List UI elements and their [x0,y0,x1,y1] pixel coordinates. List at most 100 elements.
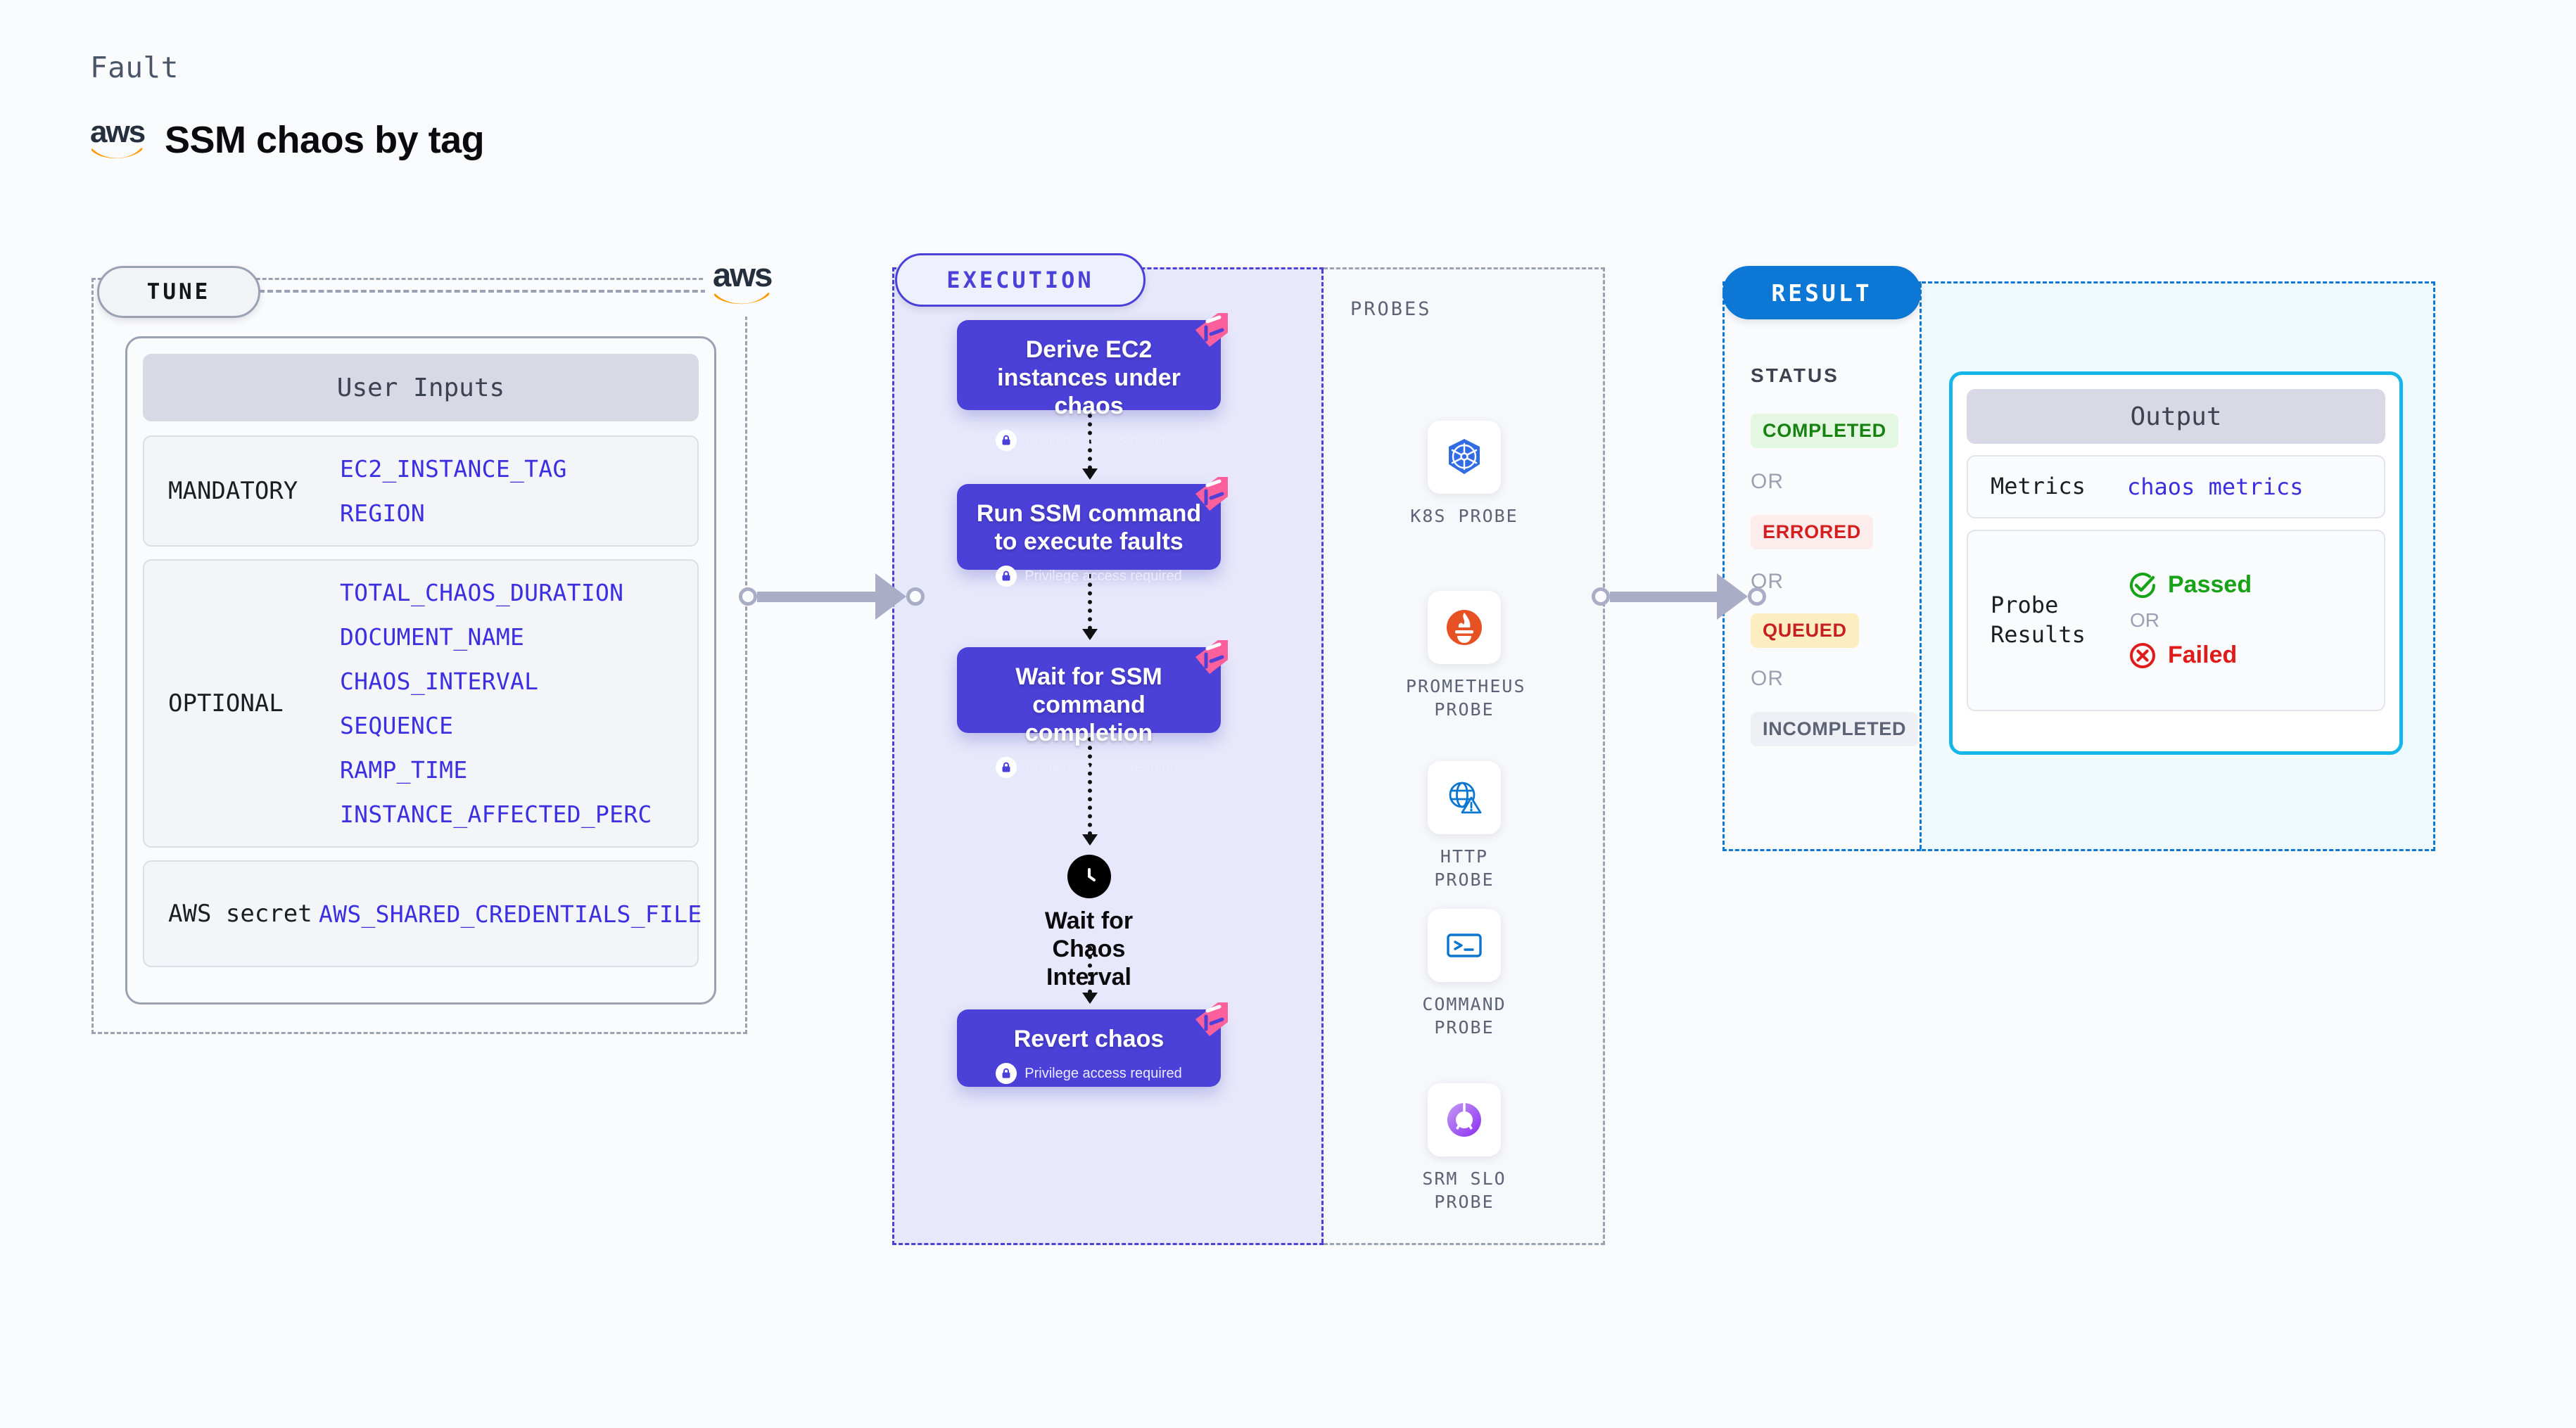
output-row-metrics: Metrics chaos metrics [1967,455,2385,518]
user-inputs-header: User Inputs [143,354,699,421]
probe-result-or-separator: OR [2130,608,2159,631]
output-card: Output Metrics chaos metrics Probe Resul… [1949,371,2403,755]
harness-corner-icon [1195,477,1228,511]
prometheus-icon [1428,591,1501,664]
tune-provider-leader-line [259,290,723,293]
input-var[interactable]: CHAOS_INTERVAL [340,668,539,695]
execution-node[interactable]: Revert chaos Privilege access required [957,1002,1228,1087]
output-row-probe-results: Probe Results Passed OR Failed [1967,529,2385,711]
harness-corner-icon [1195,640,1228,674]
node-privilege-note: Privilege access required [975,757,1203,779]
harness-corner-icon [1195,313,1228,347]
probe-item[interactable]: COMMAND PROBE [1406,909,1523,1039]
execution-node[interactable]: Run SSM command to execute faults Privil… [957,477,1228,587]
flow-arrow [1082,737,1098,846]
tune-pill[interactable]: TUNE [97,266,260,318]
page-kicker: Fault [90,51,179,84]
probe-label: PROMETHEUS PROBE [1406,676,1526,720]
user-inputs-card: User Inputs MANDATORY EC2_INSTANCE_TAG R… [125,336,716,1005]
group-label-optional: OPTIONAL [168,689,284,718]
tune-aws-logo-icon: aws [705,252,780,317]
node-privilege-label: Privilege access required [1024,432,1182,448]
status-badge-label: INCOMPLETED [1751,712,1919,746]
input-var[interactable]: TOTAL_CHAOS_DURATION [340,579,624,606]
status-badge-completed: COMPLETED [1751,414,1898,448]
probe-label: HTTP PROBE [1434,846,1495,890]
status-or-separator: OR [1751,667,1784,690]
connector-start-dot [739,587,757,606]
connector-execution-to-result [1592,573,1766,620]
probe-result-failed: Failed [2127,640,2252,671]
group-label-aws-secret: AWS secret [168,900,312,928]
status-badge-queued: QUEUED [1751,613,1859,648]
connector-start-dot [1592,587,1610,606]
wait-for-chaos-interval-step[interactable]: Wait for Chaos Interval [1020,855,1157,991]
execution-node[interactable]: Wait for SSM command completion Privileg… [957,640,1228,779]
check-circle-icon [2130,572,2156,598]
probe-item[interactable]: K8S PROBE [1406,421,1523,528]
output-probe-results-label: Probe Results [1991,592,2086,648]
connector-bar [1610,591,1717,602]
node-privilege-note: Privilege access required [975,1063,1203,1085]
page-title-row: aws SSM chaos by tag [90,117,485,162]
flow-arrow [1082,946,1098,1004]
execution-pill[interactable]: EXECUTION [895,253,1146,307]
terminal-icon [1428,909,1501,982]
output-metrics-value[interactable]: chaos metrics [2127,473,2304,500]
input-var[interactable]: RAMP_TIME [340,756,468,784]
probe-item[interactable]: HTTP PROBE [1406,761,1523,891]
node-privilege-note: Privilege access required [975,430,1203,452]
connector-arrow-head [1717,573,1748,620]
input-var[interactable]: INSTANCE_AFFECTED_PERC [340,801,652,828]
input-var[interactable]: EC2_INSTANCE_TAG [340,455,567,483]
node-privilege-label: Privilege access required [1024,1065,1182,1081]
probe-label: SRM SLO PROBE [1422,1168,1506,1212]
probe-passed-label: Passed [2168,571,2252,599]
node-title: Revert chaos [1013,1026,1165,1052]
input-group-mandatory: MANDATORY EC2_INSTANCE_TAG REGION [143,435,699,547]
input-var[interactable]: REGION [340,499,426,527]
page-title: SSM chaos by tag [165,119,485,161]
execution-node[interactable]: Derive EC2 instances under chaos Privile… [957,313,1228,452]
x-circle-icon [2130,642,2155,668]
wait-step-label: Wait for Chaos Interval [1044,907,1134,991]
probe-item[interactable]: SRM SLO PROBE [1406,1083,1523,1213]
flow-arrow [1082,414,1098,480]
connector-bar [757,591,875,602]
connector-end-dot [906,587,925,606]
node-privilege-note: Privilege access required [975,566,1203,587]
aws-logo-icon: aws [90,117,146,160]
result-pill[interactable]: RESULT [1722,266,1921,319]
node-title: Wait for SSM command completion [1015,663,1162,747]
http-globe-warning-icon [1428,761,1501,834]
status-badge-errored: ERRORED [1751,515,1873,549]
srm-slo-donut-check-icon [1428,1083,1501,1156]
lock-icon [996,1063,1017,1085]
input-group-aws-secret: AWS secret AWS_SHARED_CREDENTIALS_FILE [143,860,702,967]
status-title: STATUS [1751,364,1839,386]
harness-corner-icon [1195,1002,1228,1036]
connector-tune-to-execution [739,573,925,620]
input-var[interactable]: DOCUMENT_NAME [340,623,525,651]
node-privilege-label: Privilege access required [1024,759,1182,775]
status-or-separator: OR [1751,470,1784,493]
clock-icon [1067,855,1111,898]
probe-item[interactable]: PROMETHEUS PROBE [1406,591,1526,721]
status-badge-incompleted: INCOMPLETED [1751,712,1919,746]
probe-label: COMMAND PROBE [1422,994,1506,1038]
input-var[interactable]: AWS_SHARED_CREDENTIALS_FILE [319,900,702,928]
node-privilege-label: Privilege access required [1024,568,1182,584]
probe-label: K8S PROBE [1410,506,1518,526]
status-badge-label: ERRORED [1751,515,1873,549]
flow-arrow [1082,574,1098,640]
probe-failed-label: Failed [2168,642,2238,669]
output-metrics-label: Metrics [1991,473,2086,499]
status-badge-label: QUEUED [1751,613,1859,648]
connector-end-dot [1748,587,1766,606]
status-badge-label: COMPLETED [1751,414,1898,448]
node-title: Derive EC2 instances under chaos [997,336,1181,420]
input-group-optional: OPTIONAL TOTAL_CHAOS_DURATION DOCUMENT_N… [143,559,699,848]
input-var[interactable]: SEQUENCE [340,712,454,739]
kubernetes-icon [1428,421,1501,494]
result-status-frame [1722,281,1921,851]
